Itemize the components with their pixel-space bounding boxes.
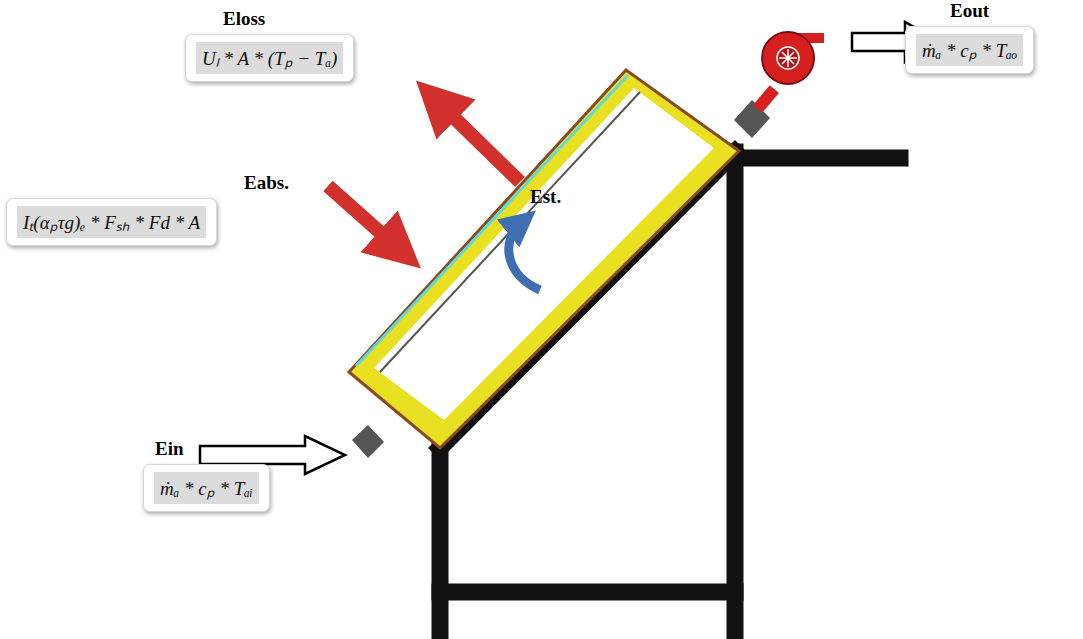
absorber-plate <box>380 92 640 372</box>
energy-heading: Ein <box>155 438 270 460</box>
formula-text: ṁₐ * cₚ * Tₐₒ <box>916 34 1023 66</box>
formula-frame: Uₗ * A * (Tₚ − Tₐ) <box>185 34 354 82</box>
glass-cover <box>356 75 628 366</box>
energy-heading: Eabs. <box>244 172 289 194</box>
energy-heading: Eout <box>950 0 1034 22</box>
collector-frame <box>349 70 739 448</box>
absorb-arrow <box>328 186 400 250</box>
outlet-formula-box: Eout ṁₐ * cₚ * Tₐₒ <box>905 0 1034 74</box>
energy-heading: Eloss <box>223 8 354 30</box>
formula-text: Iₜ(αₚτg)ₑ * Fₛₕ * Fd * A <box>17 206 206 238</box>
fan-neck <box>753 85 779 113</box>
inlet-formula-box: Ein ṁₐ * cₚ * Tₐᵢ <box>143 438 270 512</box>
formula-text: ṁₐ * cₚ * Tₐᵢ <box>154 472 259 504</box>
loss-arrow <box>436 100 520 182</box>
formula-frame: ṁₐ * cₚ * Tₐₒ <box>905 26 1034 74</box>
inlet-pipe <box>352 425 384 458</box>
loss-formula-box: Eloss Uₗ * A * (Tₚ − Tₐ) <box>185 8 354 82</box>
storage-label: Est. <box>530 186 561 208</box>
absorbed-formula-box: Eabs. Iₜ(αₚτg)ₑ * Fₛₕ * Fd * A <box>6 172 289 246</box>
collector-cavity <box>374 88 714 420</box>
formula-frame: ṁₐ * cₚ * Tₐᵢ <box>143 464 270 512</box>
formula-text: Uₗ * A * (Tₚ − Tₐ) <box>196 42 343 74</box>
storage-arrow <box>509 222 540 290</box>
formula-frame: Iₜ(αₚτg)ₑ * Fₛₕ * Fd * A <box>6 198 217 246</box>
blower-fan <box>762 32 824 84</box>
